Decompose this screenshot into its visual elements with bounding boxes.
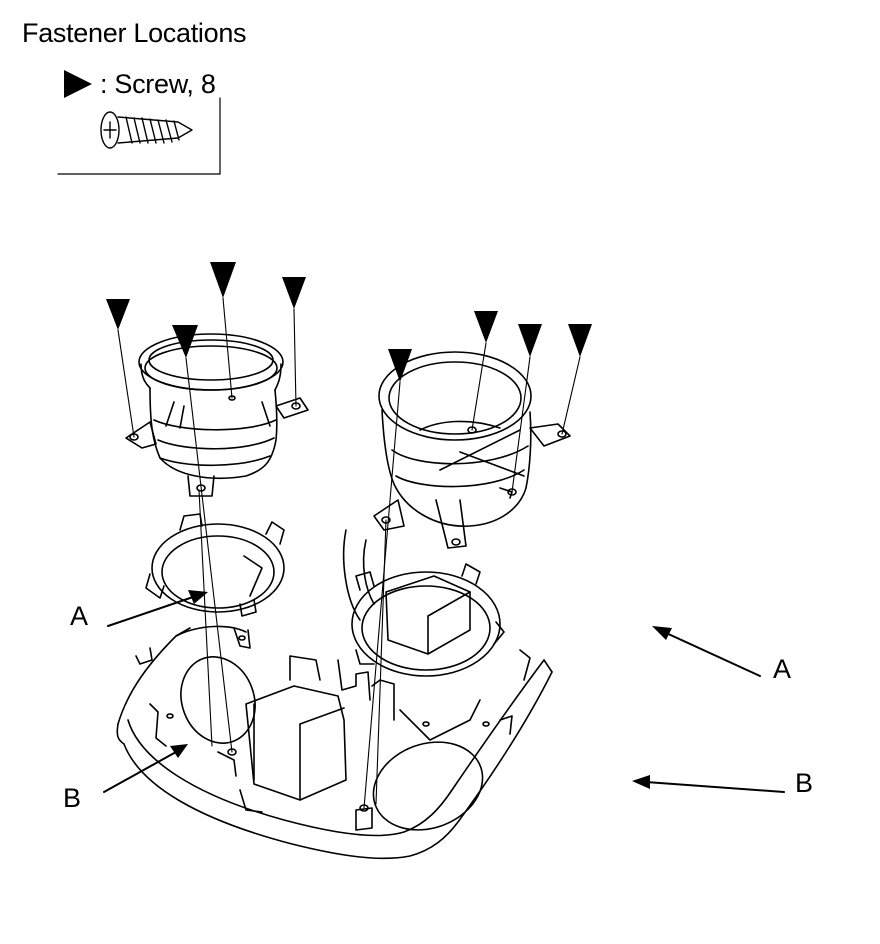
callout-a-right: A [773,654,792,684]
left-gauge-housing [125,333,309,497]
arrow-a-left [107,595,197,627]
screw-marker-icon [518,324,542,357]
screw-icon [100,111,193,149]
arrow-b-left-head [170,744,188,758]
arrow-a-right-head [652,626,672,640]
triangle-right-icon [64,70,92,98]
screw-marker-icon [282,277,306,309]
page-title: Fastener Locations [22,18,247,48]
lower-panel-housing [116,625,553,860]
screw-marker-icon [474,311,498,343]
arrow-b-left [103,751,177,793]
legend-label: : Screw, 8 [100,69,216,99]
callout-b-left: B [63,783,82,813]
screw-marker-icon [106,299,130,330]
arrow-b-right [645,781,785,793]
arrow-b-right-head [632,775,650,789]
left-retaining-ring [145,513,285,617]
right-retaining-ring [342,529,505,677]
screw-marker-icon [568,324,592,357]
callout-a-left: A [70,601,89,631]
screw-marker-icon [210,262,236,298]
screw-markers [106,262,592,382]
right-gauge-housing [373,351,571,549]
legend-frame [57,97,221,175]
screw-leader-lines [117,297,581,809]
callout-b-right: B [795,768,814,798]
arrow-a-left-head [188,590,208,604]
arrow-a-right [663,631,761,677]
callout-arrows [103,590,785,793]
